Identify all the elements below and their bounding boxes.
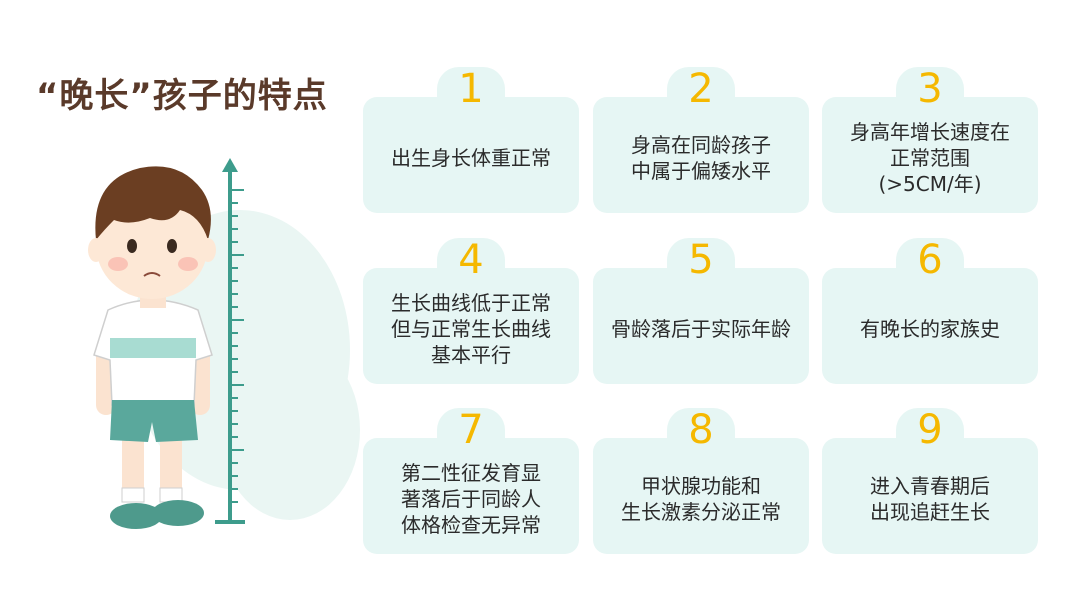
card-number-tab [896, 238, 964, 282]
right-shoe [152, 500, 204, 526]
card-number: 4 [458, 237, 484, 283]
card-number: 1 [458, 66, 484, 112]
feature-card-9: 9 进入青春期后 出现追赶生长 [822, 408, 1038, 554]
card-text: 甲状腺功能和 生长激素分泌正常 [621, 474, 781, 524]
card-number-tab [437, 408, 505, 452]
left-shoe [110, 503, 162, 529]
card-number-tab [896, 408, 964, 452]
background-blob-2 [220, 340, 360, 520]
shorts [110, 400, 198, 442]
card-number-tab [667, 67, 735, 111]
mouth [143, 272, 161, 277]
feature-card-7: 7 第二性征发育显 著落后于同龄人 体格检查无异常 [363, 408, 579, 554]
card-number: 2 [688, 66, 714, 112]
feature-card-6: 6 有晚长的家族史 [822, 238, 1038, 384]
card-number: 9 [917, 407, 943, 453]
card-number-tab [896, 67, 964, 111]
feature-card-1: 1 出生身长体重正常 [363, 67, 579, 213]
feature-card-2: 2 身高在同龄孩子 中属于偏矮水平 [593, 67, 809, 213]
card-number-tab [437, 67, 505, 111]
card-text: 身高年增长速度在 正常范围 (>5CM/年) [850, 120, 1010, 196]
boy-height-ruler-illustration [88, 158, 360, 529]
hair [95, 166, 211, 240]
card-text: 身高在同龄孩子 中属于偏矮水平 [631, 133, 771, 183]
card-number-tab [437, 238, 505, 282]
card-text: 第二性征发育显 著落后于同龄人 体格检查无异常 [401, 461, 541, 537]
shirt-stripe [110, 338, 196, 358]
card-number: 6 [917, 237, 943, 283]
feature-card-5: 5 骨龄落后于实际年龄 [593, 238, 809, 384]
card-text: 骨龄落后于实际年龄 [611, 317, 791, 341]
card-number: 7 [458, 407, 484, 453]
feature-card-3: 3 身高年增长速度在 正常范围 (>5CM/年) [822, 67, 1038, 213]
card-number: 8 [688, 407, 714, 453]
feature-card-4: 4 生长曲线低于正常 但与正常生长曲线 基本平行 [363, 238, 579, 384]
card-number: 5 [688, 237, 714, 283]
card-text: 生长曲线低于正常 但与正常生长曲线 基本平行 [391, 291, 551, 367]
card-number-tab [667, 408, 735, 452]
card-text: 出生身长体重正常 [391, 146, 551, 170]
left-leg [122, 430, 144, 500]
card-text: 进入青春期后 出现追赶生长 [870, 474, 990, 524]
card-number: 3 [917, 66, 943, 112]
height-ruler [215, 158, 245, 524]
card-text: 有晚长的家族史 [860, 317, 1000, 341]
card-number-tab [667, 238, 735, 282]
feature-card-8: 8 甲状腺功能和 生长激素分泌正常 [593, 408, 809, 554]
left-eye [127, 239, 137, 253]
right-leg [160, 430, 182, 500]
right-eye [167, 239, 177, 253]
page-title: “晚长”孩子的特点 [36, 76, 328, 116]
